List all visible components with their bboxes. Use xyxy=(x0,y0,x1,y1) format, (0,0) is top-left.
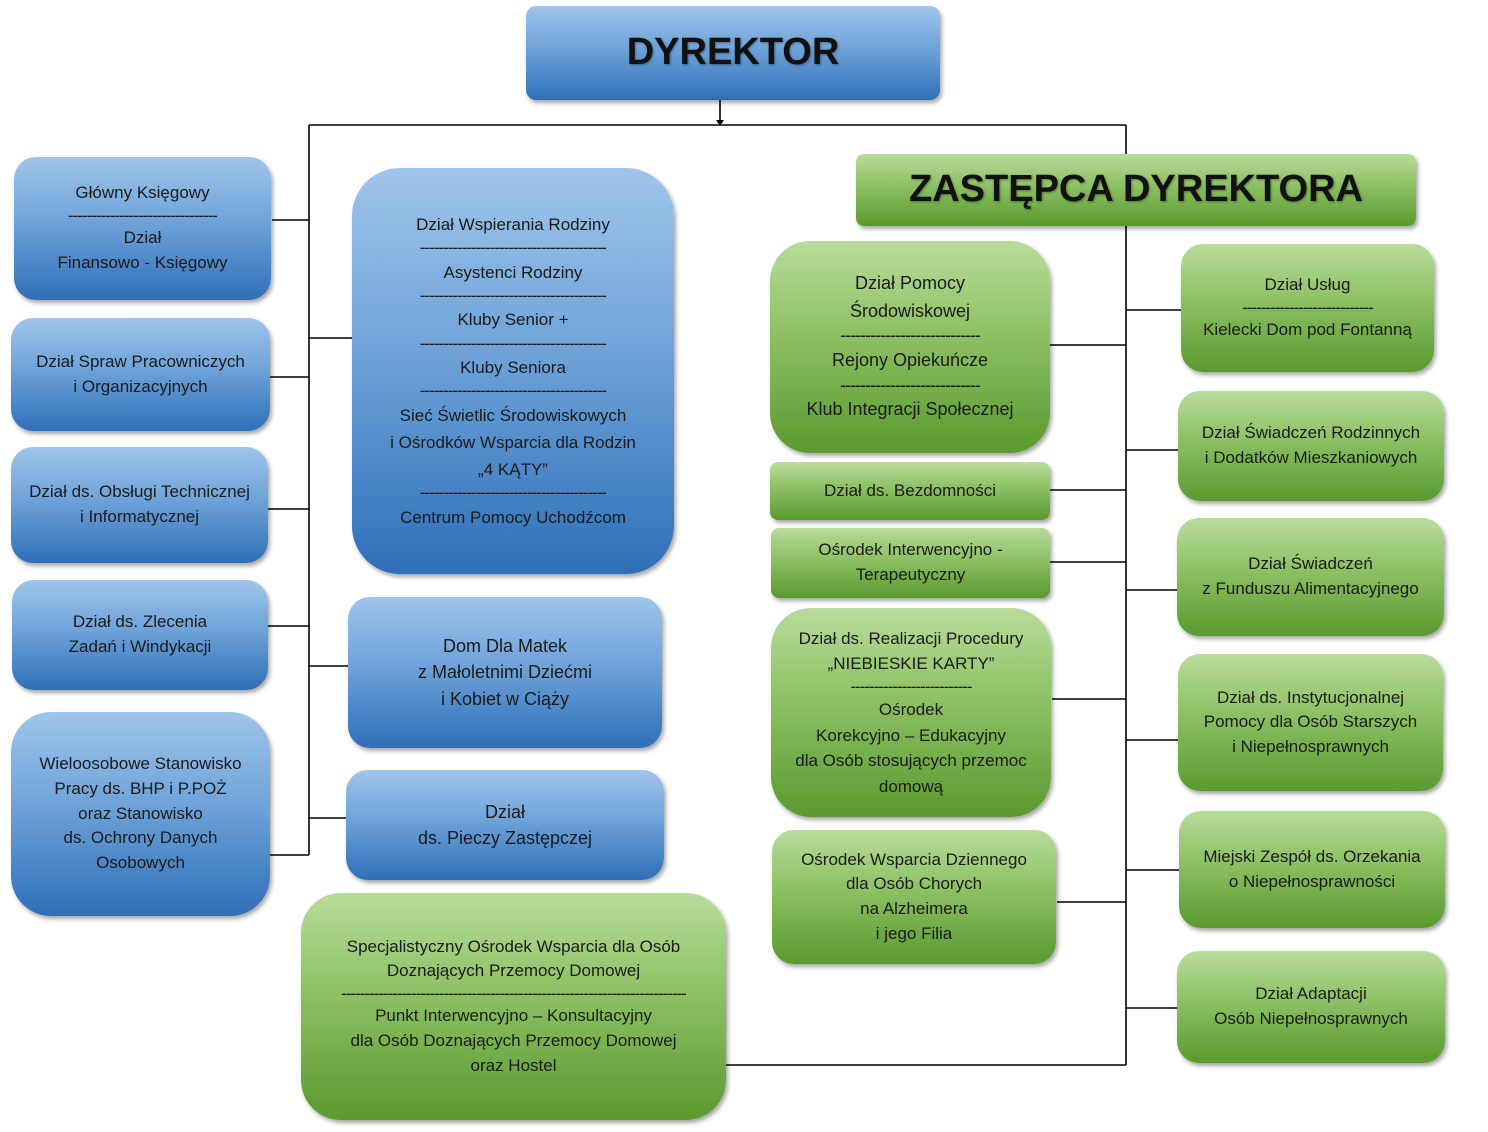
box-line: Główny Księgowy xyxy=(75,183,210,203)
box-line: Kluby Seniora xyxy=(460,358,566,377)
family-benefits-box: Dział Świadczeń Rodzinnych i Dodatków Mi… xyxy=(1178,391,1444,501)
box-line: Klub Integracji Społecznej xyxy=(806,399,1014,420)
box-separator: ---------------------------- xyxy=(1242,297,1373,317)
box-line: Dział ds. Zlecenia xyxy=(72,612,208,632)
box-line: Dział Usług xyxy=(1264,275,1351,295)
box-line: Dział Spraw Pracowniczych xyxy=(36,351,245,371)
box-line: i Niepełnosprawnych xyxy=(1232,736,1389,756)
box-line: dla Osób Chorych xyxy=(845,874,983,894)
box-line: Asystenci Rodziny xyxy=(443,262,583,282)
box-line: z Małoletnimi Dziećmi xyxy=(417,662,593,683)
box-line: Ośrodek Wsparcia Dziennego xyxy=(801,849,1027,869)
box-line: „4 KĄTY” xyxy=(478,459,548,479)
box-line: dla Osób stosujących przemoc xyxy=(795,751,1027,771)
director-title: DYREKTOR xyxy=(626,31,840,74)
box-separator: -------------------------- xyxy=(850,676,972,696)
director-box: DYREKTOR xyxy=(526,6,940,100)
box-line: na Alzheimera xyxy=(860,899,968,918)
box-separator: ---------------------------- xyxy=(840,374,980,395)
community-aid-box: Dział Pomocy Środowiskowej -------------… xyxy=(770,241,1050,453)
homelessness-box: Dział ds. Bezdomności xyxy=(770,462,1050,520)
box-line: Pracy ds. BHP i P.POŻ xyxy=(54,779,227,799)
box-line: Pomocy dla Osób Starszych xyxy=(1203,712,1418,732)
box-line: Doznających Przemocy Domowej xyxy=(386,961,641,981)
box-line: Centrum Pomocy Uchodźcom xyxy=(400,507,626,527)
intervention-center-box: Ośrodek Interwencyjno - Terapeutyczny xyxy=(771,528,1050,598)
alzheimer-center-box: Ośrodek Wsparcia Dziennego dla Osób Chor… xyxy=(772,830,1056,964)
adaptation-department-box: Dział Adaptacji Osób Niepełnosprawnych xyxy=(1177,951,1445,1063)
box-separator: ---------------------------------------- xyxy=(419,238,607,258)
box-line: Dział Świadczeń Rodzinnych xyxy=(1201,423,1421,443)
box-line: Dział Świadczeń xyxy=(1248,554,1373,574)
box-line: o Niepełnosprawności xyxy=(1228,871,1396,891)
box-line: dla Osób Doznających Przemocy Domowej xyxy=(350,1031,677,1051)
box-line: Korekcyjno – Edukacyjny xyxy=(816,725,1006,745)
box-line: oraz Stanowisko xyxy=(78,803,203,823)
mothers-home-box: Dom Dla Matek z Małoletnimi Dziećmi i Ko… xyxy=(348,597,662,748)
box-line: i Organizacyjnych xyxy=(73,376,208,396)
box-line: Terapeutyczny xyxy=(855,565,966,584)
box-line: Środowiskowej xyxy=(849,300,971,321)
commissioning-department-box: Dział ds. Zlecenia Zadań i Windykacji xyxy=(12,580,268,690)
chief-accountant-box: Główny Księgowy ------------------------… xyxy=(14,157,271,300)
family-support-box: Dział Wspierania Rodziny ---------------… xyxy=(352,168,674,574)
box-line: i Ośrodków Wsparcia dla Rodzin xyxy=(390,432,636,452)
institutional-aid-box: Dział ds. Instytucjonalnej Pomocy dla Os… xyxy=(1178,654,1443,791)
box-separator: ---------------------------------------- xyxy=(419,483,607,503)
box-line: i Dodatków Mieszkaniowych xyxy=(1204,448,1418,467)
box-line: „NIEBIESKIE KARTY” xyxy=(827,654,995,674)
box-line: Specjalistyczny Ośrodek Wsparcia dla Osó… xyxy=(346,936,681,956)
box-line: Ośrodek xyxy=(878,700,944,720)
box-line: Dział ds. Bezdomności xyxy=(824,480,996,500)
box-line: i jego Filia xyxy=(875,923,953,943)
box-separator: ---------------------------- xyxy=(840,325,980,346)
box-line: ds. Ochrony Danych xyxy=(63,828,218,848)
it-department-box: Dział ds. Obsługi Technicznej i Informat… xyxy=(11,447,268,563)
alimony-fund-box: Dział Świadczeń z Funduszu Alimentacyjne… xyxy=(1177,518,1444,636)
blue-cards-box: Dział ds. Realizacji Procedury „NIEBIESK… xyxy=(771,608,1051,817)
deputy-title: ZASTĘPCA DYREKTORA xyxy=(909,168,1363,211)
box-separator: ---------------------------------------- xyxy=(419,333,607,353)
foster-care-box: Dział ds. Pieczy Zastępczej xyxy=(346,770,664,880)
box-line: Dział Wspierania Rodziny xyxy=(416,215,610,235)
box-line: Osób Niepełnosprawnych xyxy=(1214,1009,1408,1028)
box-line: Dział ds. Realizacji Procedury xyxy=(798,628,1024,648)
hr-department-box: Dział Spraw Pracowniczych i Organizacyjn… xyxy=(11,318,270,431)
box-line: Miejski Zespół ds. Orzekania xyxy=(1203,846,1421,866)
box-line: Punkt Interwencyjno – Konsultacyjny xyxy=(375,1006,652,1026)
box-line: Dom Dla Matek xyxy=(442,636,568,657)
box-separator: ---------------------------------------- xyxy=(419,381,607,401)
box-separator: ---------------------------------------- xyxy=(419,286,607,306)
box-line: i Informatycznej xyxy=(79,507,200,526)
disability-team-box: Miejski Zespół ds. Orzekania o Niepełnos… xyxy=(1179,811,1445,928)
box-line: Zadań i Windykacji xyxy=(68,637,212,656)
box-line: oraz Hostel xyxy=(470,1055,557,1075)
bhp-position-box: Wieloosobowe Stanowisko Pracy ds. BHP i … xyxy=(11,712,270,916)
violence-support-center-box: Specjalistyczny Ośrodek Wsparcia dla Osó… xyxy=(301,893,726,1120)
services-department-box: Dział Usług ----------------------------… xyxy=(1181,244,1434,372)
box-line: Kluby Senior + xyxy=(457,310,569,330)
box-line: domową xyxy=(878,776,944,796)
box-line: ds. Pieczy Zastępczej xyxy=(417,828,593,848)
box-line: Dział xyxy=(123,228,162,248)
box-separator: -------------------------------- xyxy=(67,205,218,225)
box-line: Dział Pomocy xyxy=(854,272,966,293)
box-line: Wieloosobowe Stanowisko xyxy=(39,754,242,774)
box-line: Osobowych xyxy=(96,852,185,872)
box-separator: ----------------------------------------… xyxy=(341,983,686,1003)
box-line: Dział ds. Instytucjonalnej xyxy=(1216,687,1405,707)
box-line: i Kobiet w Ciąży xyxy=(440,688,570,709)
box-line: Finansowo - Księgowy xyxy=(57,253,228,273)
box-line: z Funduszu Alimentacyjnego xyxy=(1202,579,1419,598)
box-line: Dział xyxy=(484,801,525,822)
box-line: Sieć Świetlic Środowiskowych xyxy=(399,405,627,425)
deputy-box: ZASTĘPCA DYREKTORA xyxy=(856,154,1416,226)
box-line: Kielecki Dom pod Fontanną xyxy=(1203,320,1412,340)
box-line: Rejony Opiekuńcze xyxy=(831,350,989,370)
box-line: Ośrodek Interwencyjno - xyxy=(818,540,1003,560)
box-line: Dział ds. Obsługi Technicznej xyxy=(29,482,250,502)
box-line: Dział Adaptacji xyxy=(1255,984,1367,1004)
